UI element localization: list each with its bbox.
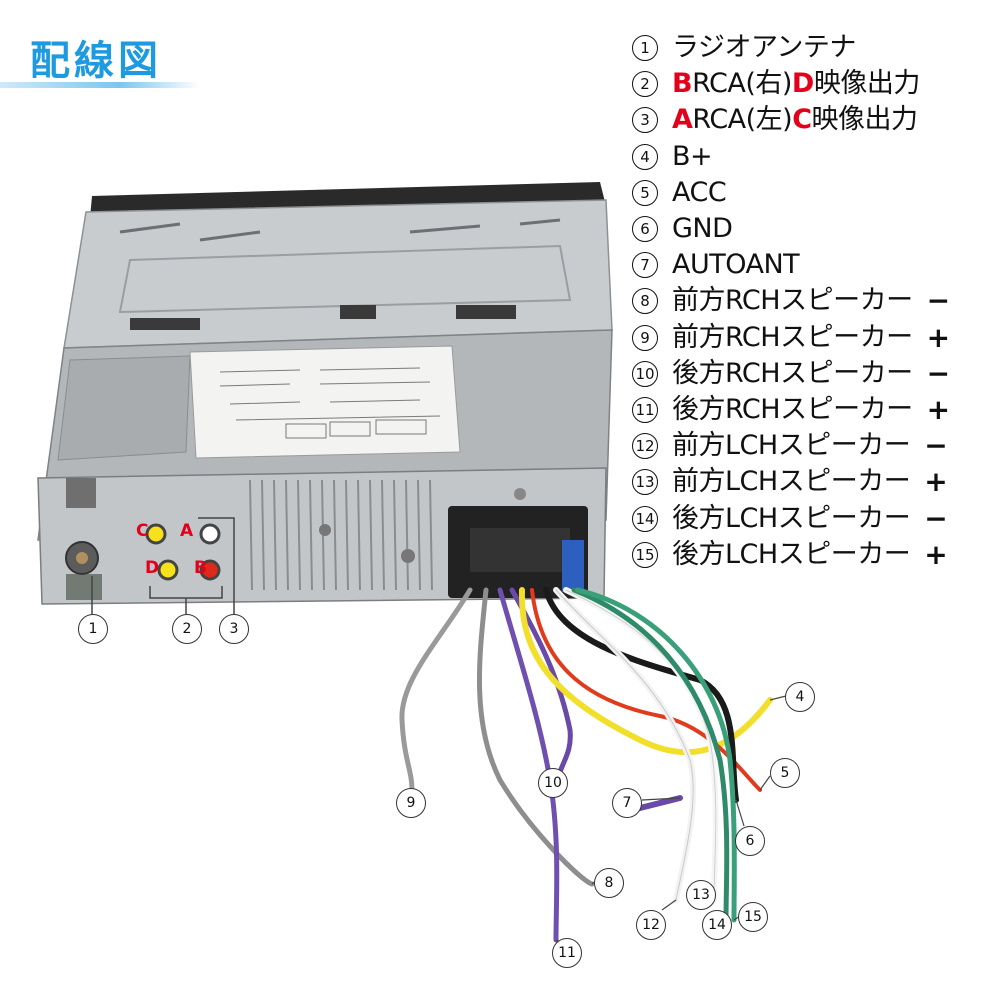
- callout-13: 13: [686, 880, 716, 910]
- legend-number: 12: [632, 433, 658, 460]
- legend-label: 前方RCHスピーカー: [672, 285, 913, 317]
- legend-item-14: 14 後方LCHスピーカー−: [632, 500, 997, 536]
- legend-label: 後方RCHスピーカー: [672, 357, 913, 389]
- legend-item-6: 6 GND: [632, 211, 997, 247]
- legend-polarity: +: [926, 392, 951, 426]
- legend-highlight-letter: A: [672, 104, 693, 136]
- legend-item-8: 8 前方RCHスピーカー−: [632, 283, 997, 319]
- legend-label: 前方LCHスピーカー: [672, 430, 911, 462]
- legend-label: B+: [672, 140, 713, 172]
- legend-number: 7: [632, 252, 658, 279]
- spec-label: [189, 345, 461, 459]
- callout-8: 8: [594, 868, 624, 898]
- legend-label: 映像出力: [811, 104, 919, 136]
- callout-14: 14: [702, 910, 732, 940]
- legend-number: 11: [632, 396, 658, 423]
- legend-number: 4: [632, 143, 658, 170]
- callout-11: 11: [552, 938, 582, 968]
- legend-number: 5: [632, 179, 658, 206]
- legend-label: GND: [672, 213, 733, 245]
- callout-1: 1: [78, 614, 108, 644]
- legend-item-7: 7 AUTOANT: [632, 247, 997, 283]
- legend-number: 9: [632, 324, 658, 351]
- legend-item-15: 15 後方LCHスピーカー +: [632, 537, 997, 573]
- legend-number: 13: [632, 469, 658, 496]
- legend-polarity: +: [924, 537, 948, 571]
- legend-polarity: −: [926, 284, 951, 318]
- legend-label: 前方RCHスピーカー: [672, 321, 913, 353]
- legend-label: ACC: [672, 176, 727, 208]
- legend-item-12: 12 前方LCHスピーカー−: [632, 428, 997, 464]
- legend-label: ラジオアンテナ: [672, 32, 856, 64]
- callout-4: 4: [785, 682, 815, 712]
- legend-item-5: 5 ACC: [632, 175, 997, 211]
- rca-letter-d: D: [145, 558, 160, 578]
- legend-number: 10: [632, 360, 658, 387]
- legend-item-10: 10 後方RCHスピーカー−: [632, 356, 997, 392]
- legend-number: 3: [632, 107, 658, 134]
- rca-letter-b: B: [194, 558, 207, 578]
- legend-label: RCA(左): [692, 104, 793, 136]
- antenna-bracket: [66, 478, 96, 508]
- legend-polarity: −: [926, 356, 951, 390]
- legend-label: AUTOANT: [672, 249, 800, 281]
- legend-item-9: 9 前方RCHスピーカー +: [632, 320, 997, 356]
- legend-polarity: +: [924, 465, 948, 499]
- legend-label: 前方LCHスピーカー: [672, 466, 911, 498]
- legend-highlight-letter: D: [791, 68, 814, 100]
- legend-label: 映像出力: [813, 68, 921, 100]
- callout-5: 5: [770, 758, 800, 788]
- rca-letter-a: A: [180, 521, 194, 541]
- callout-15: 15: [738, 902, 768, 932]
- title-underline: [0, 82, 200, 88]
- callout-9: 9: [396, 788, 426, 818]
- legend-number: 1: [632, 35, 658, 62]
- callout-6: 6: [735, 826, 765, 856]
- legend-item-4: 4 B+: [632, 139, 997, 175]
- callout-10: 10: [538, 768, 568, 798]
- legend-label: 後方RCHスピーカー: [672, 393, 913, 425]
- legend-polarity: −: [924, 501, 948, 535]
- page-title: 配線図: [30, 38, 162, 84]
- legend-label: 後方LCHスピーカー: [672, 538, 911, 570]
- legend-item-13: 13 前方LCHスピーカー +: [632, 464, 997, 500]
- rca-jacks: [145, 523, 221, 581]
- wire-harness: [399, 587, 773, 943]
- legend-item-1: 1 ラジオアンテナ: [632, 30, 997, 66]
- legend-number: 2: [632, 71, 658, 98]
- callout-7: 7: [612, 788, 642, 818]
- legend-polarity: +: [926, 320, 951, 354]
- callout-2: 2: [172, 614, 202, 644]
- legend-label: RCA(右): [692, 68, 792, 100]
- legend-number: 6: [632, 216, 658, 243]
- legend-number: 14: [632, 505, 658, 532]
- legend-number: 15: [632, 541, 658, 568]
- legend-polarity: −: [924, 429, 948, 463]
- legend-number: 8: [632, 288, 658, 315]
- rca-letter-c: C: [136, 521, 149, 541]
- legend-item-11: 11 後方RCHスピーカー +: [632, 392, 997, 428]
- callout-3: 3: [219, 614, 249, 644]
- rca-bracket-lines: [91, 517, 235, 614]
- legend-label: 後方LCHスピーカー: [672, 502, 911, 534]
- legend-highlight-letter: B: [672, 68, 693, 100]
- callout-12: 12: [636, 910, 666, 940]
- legend-highlight-letter: C: [792, 104, 812, 136]
